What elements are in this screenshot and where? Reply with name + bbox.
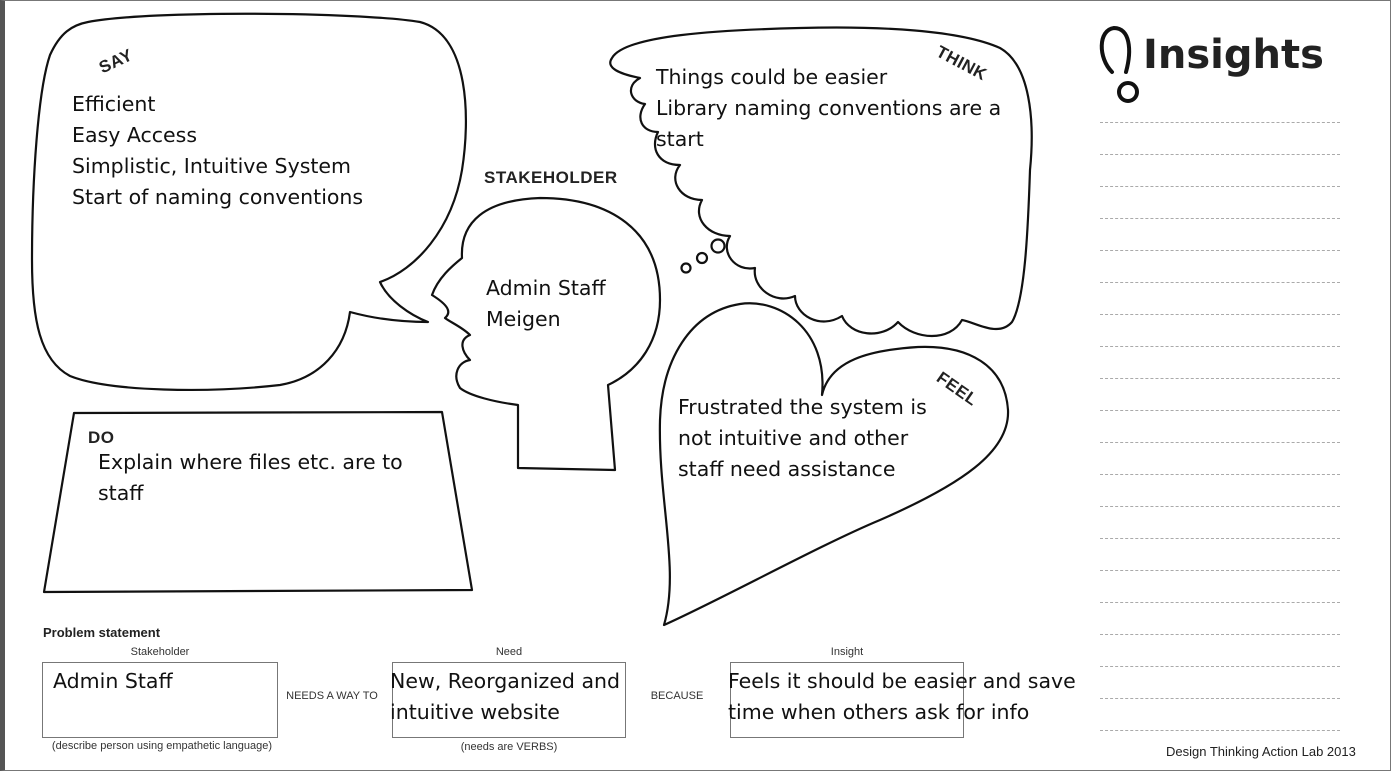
needs-a-way-to-connector: NEEDS A WAY TO (286, 690, 378, 702)
because-connector: BECAUSE (650, 690, 704, 702)
insight-line-rule (1100, 186, 1340, 187)
need-line: New, Reorganized and (390, 669, 621, 693)
feel-notes: Frustrated the system is not intuitive a… (678, 392, 927, 485)
insight-line-rule (1100, 570, 1340, 571)
thought-dot-large (710, 238, 726, 254)
problem-stakeholder-value: Admin Staff (53, 669, 173, 693)
insight-line-rule (1100, 218, 1340, 219)
problem-title: Problem statement (43, 625, 161, 640)
say-bubble-shape (30, 12, 468, 391)
feel-heart-shape (658, 302, 1010, 627)
stakeholder-label: STAKEHOLDER (484, 168, 618, 187)
think-note: Things could be easier (656, 65, 888, 89)
think-note: start (656, 127, 704, 151)
insight-line-rule (1100, 506, 1340, 507)
say-note: Start of naming conventions (72, 185, 364, 209)
do-note: staff (98, 481, 144, 505)
say-note: Efficient (72, 92, 156, 116)
insight-caption: Insight (830, 646, 864, 658)
think-notes: Things could be easier Library naming co… (656, 62, 1001, 155)
insight-line-rule (1100, 634, 1340, 635)
insight-line-rule (1100, 698, 1340, 699)
say-notes: Efficient Easy Access Simplistic, Intuit… (72, 89, 363, 213)
say-note: Easy Access (72, 123, 198, 147)
insight-line-rule (1100, 346, 1340, 347)
feel-note: not intuitive and other (678, 426, 909, 450)
do-trapezoid-shape (42, 410, 474, 594)
insight-line-rule (1100, 730, 1340, 731)
problem-need-value: New, Reorganized and intuitive website (390, 666, 620, 728)
insight-line-rule (1100, 442, 1340, 443)
thought-dot-small (680, 262, 692, 274)
insight-bulb-icon (1099, 25, 1132, 74)
think-note: Library naming conventions are a (656, 96, 1002, 120)
problem-insight-value: Feels it should be easier and save time … (728, 666, 1076, 728)
need-hint: (needs are VERBS) (460, 741, 558, 753)
insight-line-rule (1100, 602, 1340, 603)
stakeholder-notes: Admin Staff Meigen (486, 273, 606, 335)
do-notes: Explain where files etc. are to staff (98, 447, 403, 509)
stakeholder-note: Admin Staff (486, 276, 606, 300)
insight-line-rule (1100, 314, 1340, 315)
insight-line: time when others ask for info (728, 700, 1030, 724)
insight-line-rule (1100, 282, 1340, 283)
stakeholder-note: Meigen (486, 307, 561, 331)
problem-insight-box[interactable] (730, 662, 964, 738)
problem-stakeholder-box[interactable] (42, 662, 278, 738)
insight-dot-icon (1117, 81, 1139, 103)
head-shape (430, 196, 662, 472)
footer-credit: Design Thinking Action Lab 2013 (1166, 744, 1356, 759)
insight-line-rule (1100, 474, 1340, 475)
thought-dot-medium (695, 251, 709, 265)
insight-line-rule (1100, 410, 1340, 411)
insight-line-rule (1100, 378, 1340, 379)
insight-line-rule (1100, 538, 1340, 539)
stakeholder-caption: Stakeholder (130, 646, 190, 658)
insight-line-rule (1100, 154, 1340, 155)
insight-line-rule (1100, 122, 1340, 123)
problem-need-box[interactable] (392, 662, 626, 738)
think-cloud-shape (609, 26, 1033, 338)
insights-title: Insights (1143, 32, 1324, 78)
need-caption: Need (495, 646, 523, 658)
insight-line: Feels it should be easier and save (728, 669, 1076, 693)
do-label: DO (88, 428, 115, 447)
feel-note: Frustrated the system is (678, 395, 927, 419)
say-note: Simplistic, Intuitive System (72, 154, 352, 178)
feel-note: staff need assistance (678, 457, 896, 481)
do-note: Explain where files etc. are to (98, 450, 403, 474)
insight-line-rule (1100, 666, 1340, 667)
stakeholder-hint: (describe person using empathetic langua… (51, 740, 273, 752)
insight-line-rule (1100, 250, 1340, 251)
need-line: intuitive website (390, 700, 560, 724)
